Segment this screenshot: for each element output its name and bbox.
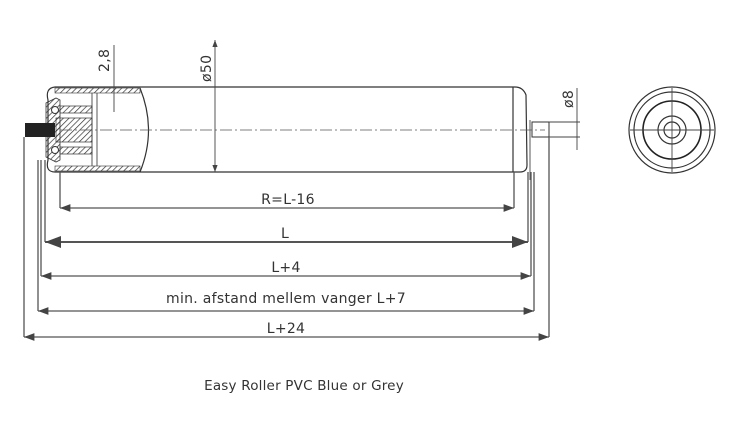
dim-label-l7: min. afstand mellem vanger L+7 bbox=[166, 291, 406, 307]
tube-wall-top bbox=[54, 87, 141, 94]
bearing-inner-bottom bbox=[59, 146, 93, 155]
dim-label-l: L bbox=[281, 226, 289, 242]
hex-shaft bbox=[25, 123, 55, 137]
dim-label-l4: L+4 bbox=[271, 260, 300, 276]
length-dimensions: R=L-16 L L+4 min. afstand mellem vanger … bbox=[23, 137, 550, 341]
tube-wall-bottom bbox=[54, 165, 141, 172]
drawing-caption: Easy Roller PVC Blue or Grey bbox=[204, 378, 404, 394]
top-dimensions: 2,8 ø50 ø8 bbox=[97, 40, 580, 172]
wall-thickness-label: 2,8 bbox=[97, 49, 113, 72]
dim-label-l24: L+24 bbox=[267, 321, 306, 337]
tube-outline bbox=[46, 86, 528, 173]
roller-side-view bbox=[25, 86, 550, 180]
end-circle-outer bbox=[628, 86, 716, 174]
roller-end-view bbox=[628, 86, 716, 174]
ball-top bbox=[51, 106, 59, 114]
right-shaft bbox=[531, 121, 550, 138]
dim-label-r: R=L-16 bbox=[261, 192, 315, 208]
shaft-diameter-label: ø8 bbox=[561, 90, 577, 108]
tube-diameter-label: ø50 bbox=[199, 55, 215, 82]
bearing-inner-top bbox=[59, 105, 93, 114]
ball-bottom bbox=[51, 146, 59, 154]
